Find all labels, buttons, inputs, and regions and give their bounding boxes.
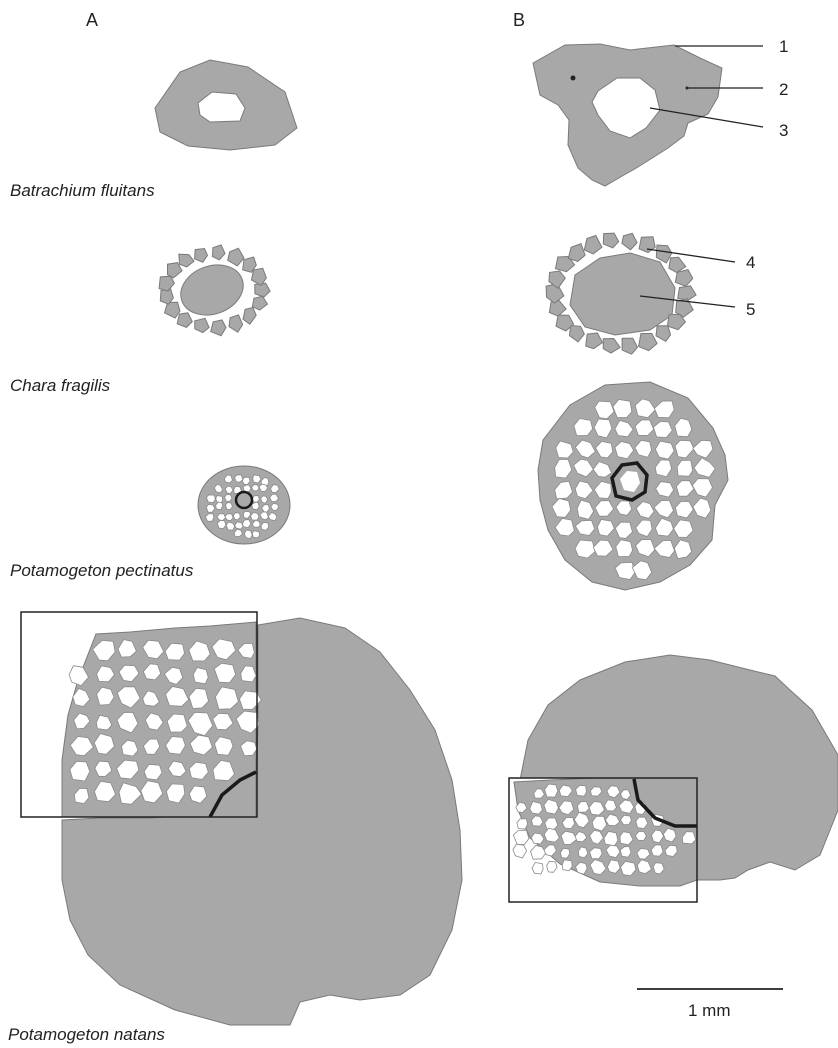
cortical-cell (603, 339, 620, 354)
cortical-cell (159, 276, 174, 291)
species-label-pectinatus: Potamogeton pectinatus (10, 561, 194, 580)
callout-5: 5 (746, 300, 755, 319)
cortical-cell (549, 301, 566, 317)
cortical-cell (228, 248, 244, 266)
lacuna (517, 819, 528, 829)
cortical-cell (570, 325, 585, 341)
species-label-batrachium: Batrachium fluitans (10, 181, 155, 200)
lacuna (217, 520, 226, 528)
cortical-cell (165, 302, 181, 318)
scale-bar-label: 1 mm (688, 1001, 731, 1020)
lacuna (193, 668, 208, 684)
cortical-cell (212, 245, 225, 260)
lacuna (235, 522, 243, 529)
callout-2: 2 (779, 80, 788, 99)
cortical-cell (656, 326, 671, 342)
cortical-cell (195, 249, 208, 263)
callout-3: 3 (779, 121, 788, 140)
lacuna (206, 495, 215, 503)
batrachium-section-a (155, 60, 297, 150)
cortical-cell (603, 233, 618, 248)
column-label-a: A (86, 10, 98, 30)
cortical-cell (568, 244, 585, 262)
lacuna (530, 802, 543, 815)
cortical-cell (252, 268, 267, 285)
pectinatus-section-b (538, 382, 728, 590)
cortical-cell (584, 236, 602, 254)
cortical-cell (211, 320, 226, 336)
cortical-cell (622, 233, 637, 249)
lacuna (244, 530, 252, 539)
cortical-cell (179, 254, 194, 267)
cortical-cell (229, 315, 243, 332)
species-label-natans: Potamogeton natans (8, 1025, 165, 1044)
cortical-cell (656, 245, 672, 263)
natans-b-inset (509, 778, 697, 902)
cortical-cell (195, 318, 209, 332)
column-label-b: B (513, 10, 525, 30)
lacuna (544, 799, 559, 814)
lacuna (226, 502, 233, 509)
cortical-cell (252, 296, 267, 310)
callout-4: 4 (746, 253, 755, 272)
natans-a-inset (21, 612, 261, 817)
cortical-cell (177, 313, 192, 328)
lacuna (252, 531, 260, 538)
lacuna (234, 475, 243, 483)
cortical-cell (243, 308, 256, 325)
chara-section-b (546, 233, 696, 354)
species-label-chara: Chara fragilis (10, 376, 111, 395)
cortical-cell (255, 283, 270, 297)
cortical-cell (675, 270, 693, 287)
callout-1: 1 (779, 37, 788, 56)
chara-section-a (159, 245, 270, 336)
cortical-cell (622, 338, 637, 354)
cortical-cell (586, 333, 603, 349)
pectinatus-section-a (198, 466, 290, 544)
cortical-cell (639, 333, 658, 350)
lacuna (242, 477, 250, 484)
